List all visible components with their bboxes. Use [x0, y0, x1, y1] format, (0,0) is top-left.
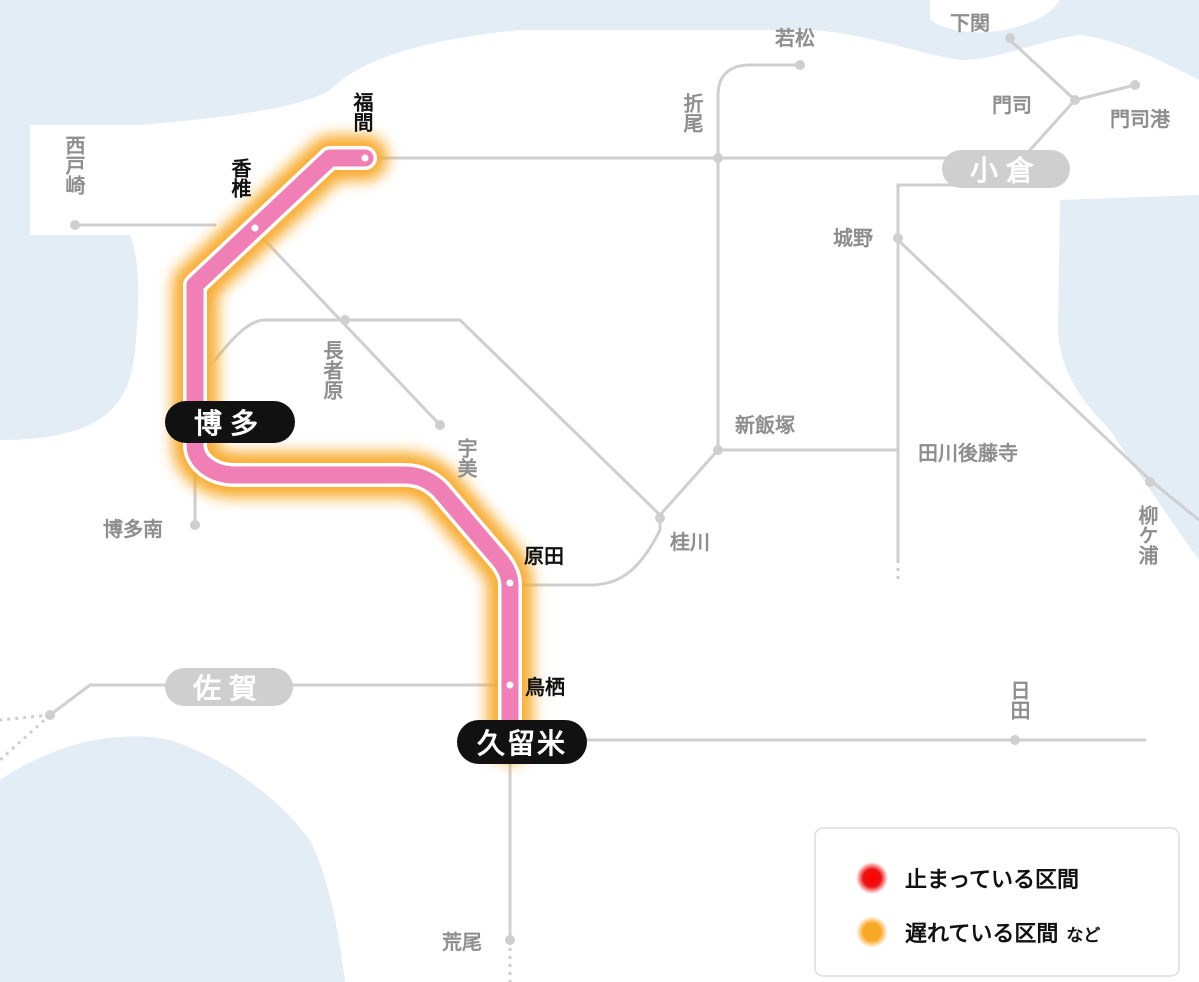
orange-dot-icon	[856, 916, 888, 948]
svg-text:久留米: 久留米	[477, 727, 567, 760]
label-jono[interactable]: 城野	[833, 226, 873, 250]
highlight-station-dots	[251, 154, 514, 689]
label-fukuma[interactable]: 福間	[350, 92, 374, 132]
label-keisen[interactable]: 桂川	[669, 530, 710, 554]
label-yanagigaura[interactable]: 柳ケ浦	[1135, 504, 1159, 565]
sea-ariake	[0, 736, 345, 982]
svg-text:小倉: 小倉	[970, 154, 1042, 187]
svg-text:博多: 博多	[194, 407, 266, 440]
label-nagasumi[interactable]: 長者原	[320, 340, 344, 400]
badge-kurume[interactable]: 久留米	[457, 720, 587, 764]
label-kashii[interactable]: 香椎	[228, 158, 252, 199]
legend-stopped: 止まっている区間	[905, 868, 1079, 893]
label-nishitozaki[interactable]: 西戸崎	[62, 135, 86, 195]
label-moji[interactable]: 門司	[992, 93, 1032, 117]
highlight-line	[186, 149, 519, 749]
badge-hakata[interactable]: 博多	[165, 401, 295, 443]
legend-delayed: 遅れている区間など	[905, 922, 1100, 947]
label-arao[interactable]: 荒尾	[442, 930, 482, 954]
legend: 止まっている区間 遅れている区間など	[814, 827, 1180, 977]
label-mojiko[interactable]: 門司港	[1110, 107, 1171, 131]
label-hita[interactable]: 日田	[1007, 680, 1031, 720]
station-dots	[45, 33, 1155, 945]
label-umi[interactable]: 宇美	[454, 437, 478, 479]
sea-genkai	[0, 0, 1199, 440]
badge-saga[interactable]: 佐賀	[165, 668, 293, 706]
label-tagawagotoji[interactable]: 田川後藤寺	[918, 441, 1018, 465]
label-orio[interactable]: 折尾	[680, 92, 704, 134]
label-hakataminami[interactable]: 博多南	[103, 517, 163, 541]
badge-kokura[interactable]: 小倉	[942, 150, 1070, 188]
label-wakamatsu[interactable]: 若松	[774, 26, 815, 50]
svg-text:佐賀: 佐賀	[192, 672, 265, 705]
rail-lines-dotted	[0, 520, 1150, 982]
label-harada[interactable]: 原田	[524, 544, 564, 568]
red-dot-icon	[856, 862, 888, 894]
label-shimonoseki[interactable]: 下関	[950, 11, 990, 35]
sea-suo	[1058, 195, 1199, 560]
label-shiniizuka[interactable]: 新飯塚	[735, 413, 795, 437]
sea-hibiki	[930, 0, 1060, 31]
label-tosu[interactable]: 鳥栖	[525, 675, 565, 699]
